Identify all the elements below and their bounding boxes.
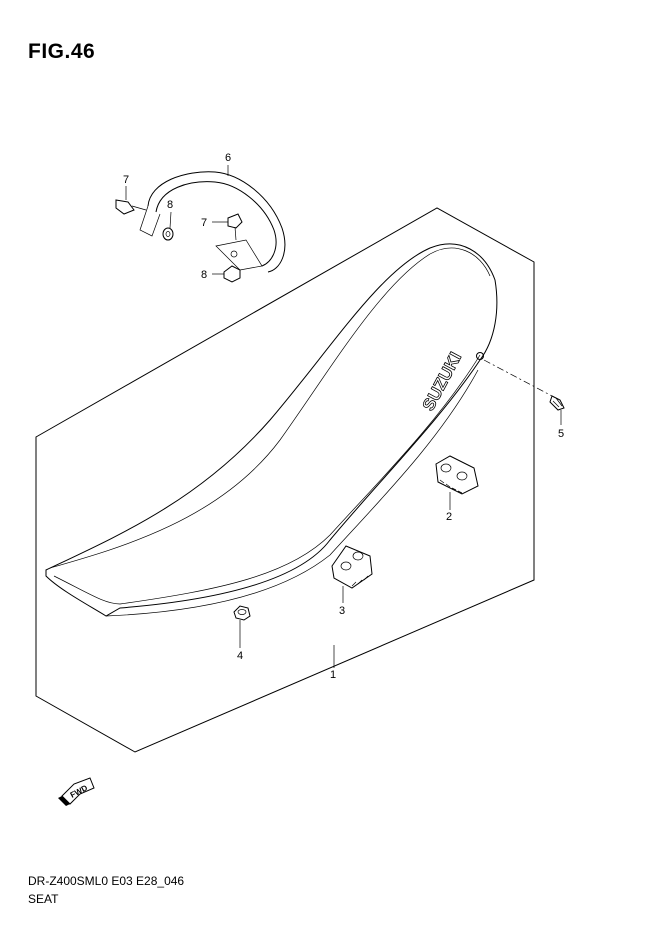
figure-code: DR-Z400SML0 E03 E28_046 bbox=[28, 874, 185, 888]
fwd-arrow-icon: FWD bbox=[58, 777, 95, 806]
seat-cushion-pad-icon[interactable] bbox=[331, 545, 373, 589]
callout-5: 5 bbox=[558, 428, 564, 440]
callout-1: 1 bbox=[330, 669, 336, 681]
callout-3: 3 bbox=[339, 605, 345, 617]
nut-icon[interactable] bbox=[233, 605, 251, 621]
seat-strap-icon[interactable] bbox=[139, 171, 286, 273]
leader-lines bbox=[125, 165, 562, 668]
seat-mount-hole bbox=[476, 352, 484, 360]
nut-icon[interactable] bbox=[162, 227, 174, 241]
seat-assembly[interactable] bbox=[45, 243, 498, 617]
bolt-icon[interactable] bbox=[227, 213, 243, 241]
callout-6: 6 bbox=[225, 152, 231, 164]
seat-cushion-pad-icon[interactable] bbox=[435, 455, 479, 495]
figure-title: FIG.46 bbox=[28, 40, 96, 63]
figure-name: SEAT bbox=[28, 892, 59, 906]
callout-2: 2 bbox=[446, 511, 452, 523]
assembly-outline bbox=[35, 207, 535, 753]
callout-4: 4 bbox=[237, 650, 243, 662]
callout-8a: 8 bbox=[167, 199, 173, 211]
nut-icon[interactable] bbox=[223, 265, 241, 283]
bolt-dash-line bbox=[483, 359, 553, 397]
seat-brand-text: SUZUKI bbox=[419, 349, 465, 414]
callout-7b: 7 bbox=[201, 217, 207, 229]
callout-7a: 7 bbox=[123, 174, 129, 186]
bolt-icon[interactable] bbox=[549, 395, 565, 411]
callout-8b: 8 bbox=[201, 269, 207, 281]
bolt-icon[interactable] bbox=[115, 199, 147, 215]
